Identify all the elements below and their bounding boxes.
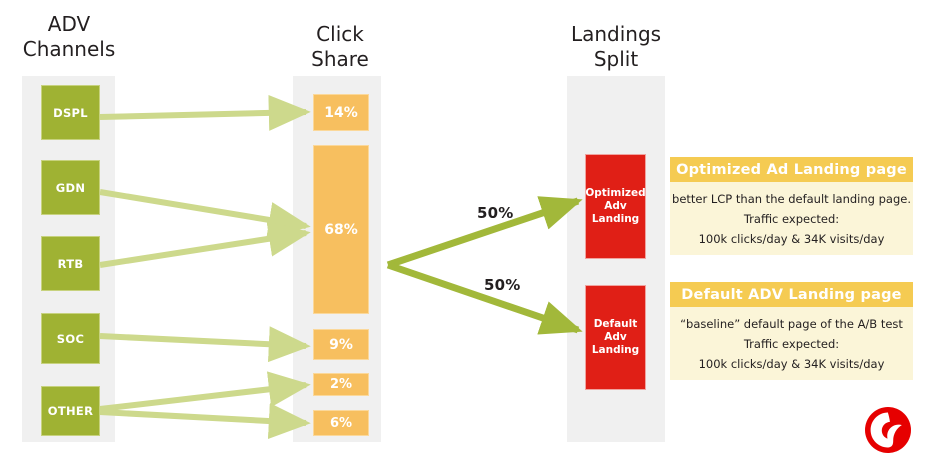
info-panel-optimized-body: better LCP than the default landing page… bbox=[670, 182, 913, 249]
link-soc-to-9 bbox=[99, 326, 311, 363]
adv-channel-box[interactable]: SOC bbox=[41, 313, 100, 364]
info-line: Traffic expected: bbox=[743, 337, 840, 351]
info-panel-default-header: Default ADV Landing page bbox=[670, 282, 913, 307]
adv-channel-box[interactable]: RTB bbox=[41, 236, 100, 291]
split-label-bottom: 50% bbox=[484, 276, 521, 294]
link-gdn-to-68 bbox=[99, 189, 311, 238]
info-panel-default-body: “baseline” default page of the A/B test … bbox=[670, 307, 913, 374]
info-panel-optimized-header: Optimized Ad Landing page bbox=[670, 157, 913, 182]
column-title-adv-channels: ADV Channels bbox=[22, 12, 116, 61]
link-split-top bbox=[386, 196, 583, 269]
column-title-click-share: Click Share bbox=[311, 22, 369, 71]
info-line: “baseline” default page of the A/B test bbox=[680, 317, 903, 331]
link-rtb-to-68 bbox=[99, 220, 311, 268]
info-line: 100k clicks/day & 34K visits/day bbox=[698, 232, 885, 246]
split-label-top: 50% bbox=[477, 204, 514, 222]
adv-channel-box[interactable]: DSPL bbox=[41, 85, 100, 140]
link-other-to-6 bbox=[99, 403, 311, 439]
info-line: better LCP than the default landing page… bbox=[672, 192, 911, 206]
click-share-bar[interactable]: 14% bbox=[313, 94, 369, 131]
landing-box-optimized[interactable]: Optimized Adv Landing bbox=[585, 154, 646, 259]
info-panel-default: Default ADV Landing page “baseline” defa… bbox=[670, 282, 913, 380]
click-share-bar[interactable]: 6% bbox=[313, 410, 369, 436]
adv-channel-box[interactable]: OTHER bbox=[41, 386, 100, 436]
info-line: Traffic expected: bbox=[743, 212, 840, 226]
adv-channel-box[interactable]: GDN bbox=[41, 160, 100, 215]
landing-box-default[interactable]: Default Adv Landing bbox=[585, 285, 646, 390]
info-line: 100k clicks/day & 34K visits/day bbox=[698, 357, 885, 371]
info-panel-optimized: Optimized Ad Landing page better LCP tha… bbox=[670, 157, 913, 255]
click-share-bar[interactable]: 2% bbox=[313, 373, 369, 396]
click-share-bar[interactable]: 9% bbox=[313, 329, 369, 360]
link-other-to-2 bbox=[99, 371, 311, 412]
link-split-bottom bbox=[386, 261, 583, 335]
column-title-landings-split: Landings Split bbox=[570, 22, 662, 71]
link-dspl-to-14 bbox=[99, 94, 311, 131]
vodafone-logo-icon bbox=[865, 407, 911, 453]
click-share-bar[interactable]: 68% bbox=[313, 145, 369, 314]
